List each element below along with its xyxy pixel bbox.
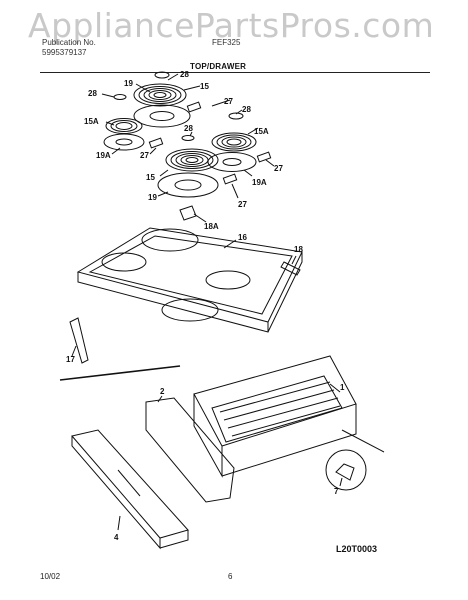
footer-date: 10/02 <box>40 572 61 581</box>
label-19a-right: 19A <box>252 178 267 187</box>
detail-circle-7 <box>325 449 367 491</box>
drip-bowl-19a-left <box>103 133 145 151</box>
label-19a-left: 19A <box>96 151 111 160</box>
drawing-code: L20T0003 <box>336 544 378 554</box>
label-18: 18 <box>294 245 303 254</box>
label-15-top: 15 <box>200 82 209 91</box>
label-19-top: 19 <box>124 79 133 88</box>
surface-element-large-front <box>165 148 219 172</box>
trim-ring-28a <box>154 71 170 79</box>
label-27-left: 27 <box>140 151 149 160</box>
label-7: 7 <box>334 487 339 496</box>
section-title: TOP/DRAWER <box>190 62 247 71</box>
label-15a-right: 15A <box>254 127 269 136</box>
model-number: FEF325 <box>212 38 241 47</box>
drip-bowl-19-front <box>157 172 219 198</box>
label-4: 4 <box>114 533 119 542</box>
watermark: AppliancePartsPros.com <box>28 6 435 45</box>
label-27-front: 27 <box>238 200 247 209</box>
footer-page: 6 <box>228 572 233 581</box>
label-1: 1 <box>340 383 345 392</box>
label-15-front: 15 <box>146 173 155 182</box>
drip-bowl-19-rear <box>133 104 191 128</box>
surface-element-large-rear <box>133 83 187 107</box>
cooktop-main-top <box>76 227 303 333</box>
label-17: 17 <box>66 355 75 364</box>
label-27-top: 27 <box>224 97 233 106</box>
label-2: 2 <box>160 387 165 396</box>
drawer-body <box>193 355 357 478</box>
label-27-right: 27 <box>274 164 283 173</box>
publication-number: 5995379137 <box>42 48 87 57</box>
label-28-left: 28 <box>88 89 97 98</box>
header-rule <box>40 72 430 73</box>
label-16: 16 <box>238 233 247 242</box>
label-28-top: 28 <box>180 70 189 79</box>
drawer-front <box>71 429 189 550</box>
label-28-center: 28 <box>184 124 193 133</box>
drip-bowl-19a-right <box>207 152 257 172</box>
label-28-right: 28 <box>242 105 251 114</box>
label-15a-left: 15A <box>84 117 99 126</box>
surface-element-small-left <box>105 118 143 134</box>
label-19-front: 19 <box>148 193 157 202</box>
drawer-panel <box>145 397 235 503</box>
label-18a: 18A <box>204 222 219 231</box>
publication-label: Publication No. <box>42 38 96 47</box>
surface-element-small-right <box>211 132 257 152</box>
